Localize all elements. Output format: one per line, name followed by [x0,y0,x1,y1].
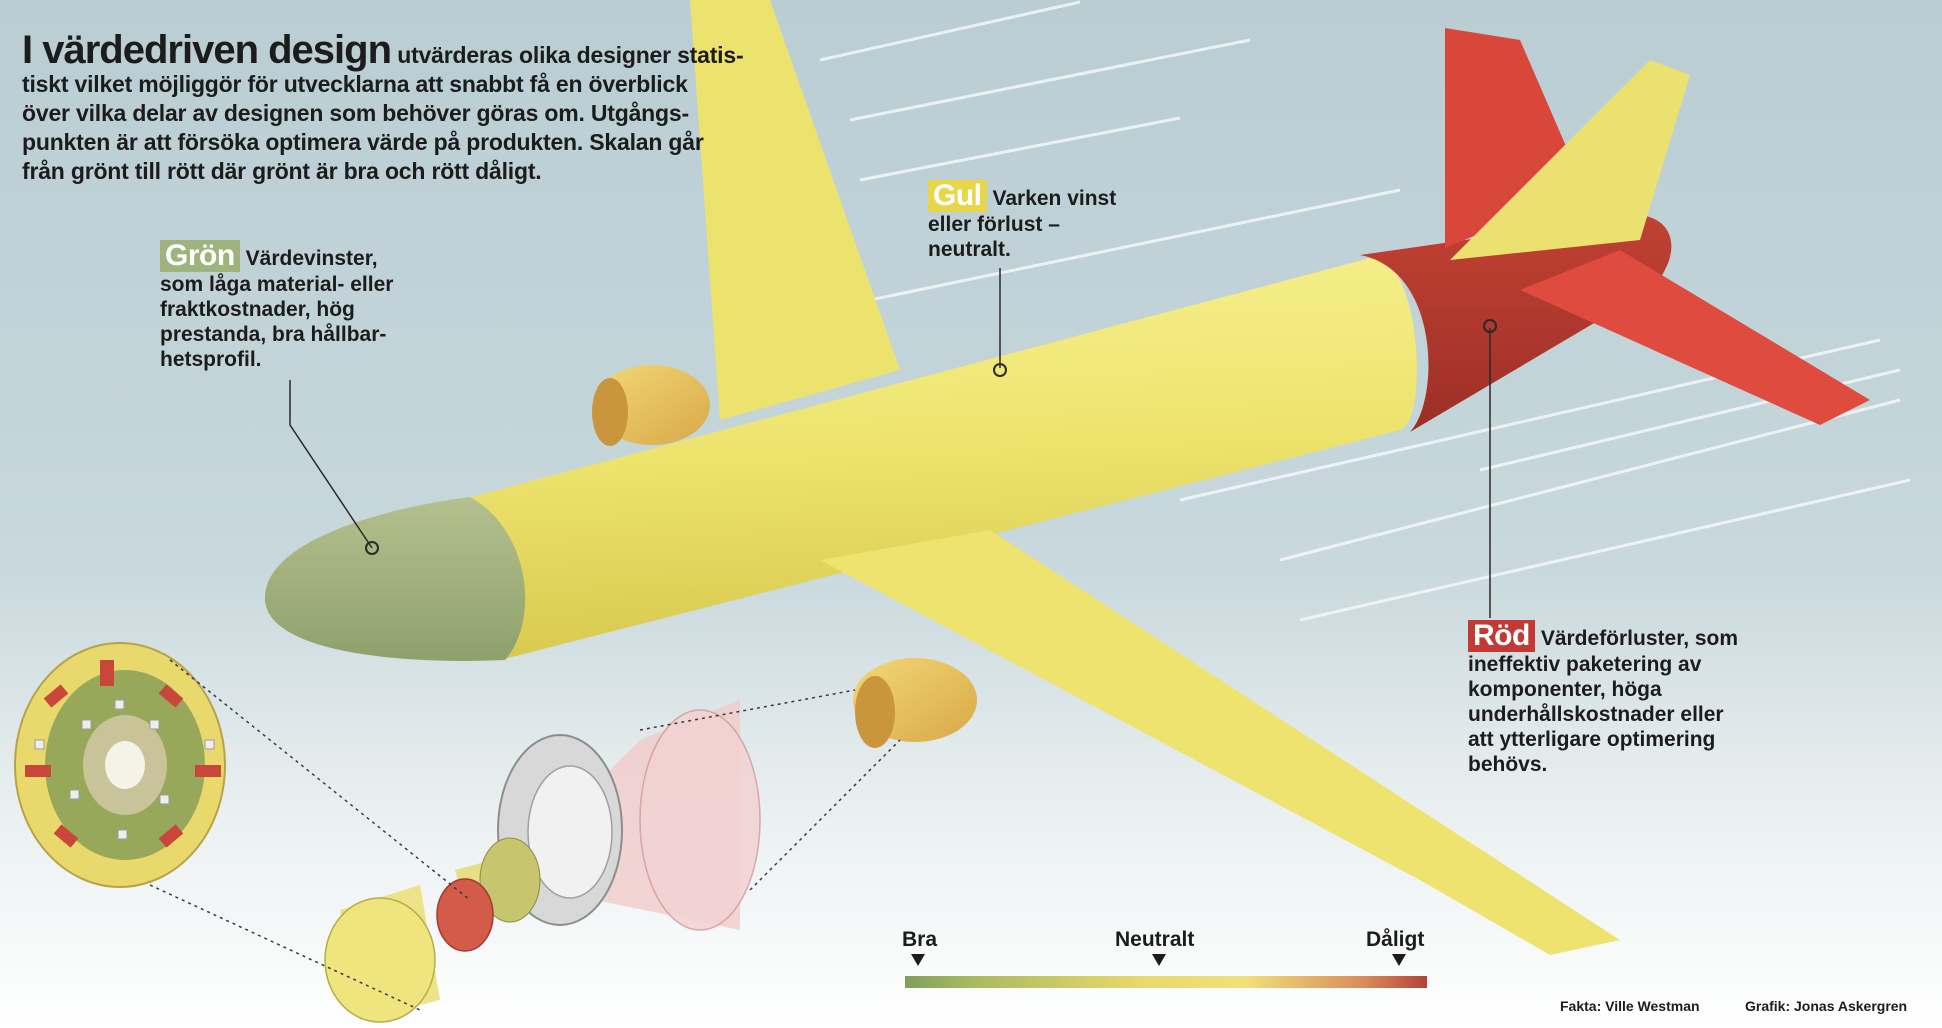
yellow-line-1: Varken vinst [992,187,1117,210]
tag-yellow: Gul [928,180,987,212]
credit-facts: Fakta: Ville Westman [1560,998,1700,1014]
red-line-5: att ytterligare optimering [1468,728,1716,751]
scale-marker-bad [1392,954,1406,966]
intro-line-2: tiskt vilket möjliggör för utvecklarna a… [22,71,688,97]
scale-label-good: Bra [902,928,938,951]
intro-line-3: över vilka delar av designen som behöver… [22,100,689,126]
green-line-5: hetsprofil. [160,348,262,371]
callout-pointers [289,268,1491,618]
fuselage [460,257,1417,660]
red-line-4: underhållskostnader eller [1468,703,1724,726]
scale-label-bad: Dåligt [1366,928,1425,951]
intro-lead: I värdedriven design [22,28,392,72]
red-line-1: Värdeförluster, som [1540,627,1739,650]
scale-label-neutral: Neutralt [1115,928,1195,951]
green-line-1: Värdevinster, [245,247,378,270]
horizontal-stabilizer [1520,250,1870,425]
nose-cone [264,497,526,661]
tag-green: Grön [160,240,240,272]
red-line-3: komponenter, höga [1468,678,1662,701]
tag-red: Röd [1468,620,1535,652]
green-line-2: som låga material- eller [160,273,394,296]
intro-text: I värdedriven design utvärderas olika de… [22,30,842,186]
detail-guide-lines [149,659,901,1011]
red-line-6: behövs. [1468,753,1548,776]
yellow-line-2: eller förlust – [928,213,1060,236]
intro-line-5: från grönt till rött där grönt är bra oc… [22,158,542,184]
lower-wing [820,530,1620,955]
intro-line-4: punkten är att försöka optimera värde på… [22,129,704,155]
red-line-2: ineffektiv paketering av [1468,653,1702,676]
callout-dot-fuselage [993,363,1007,377]
upper-wing [690,0,900,420]
engine-exploded-view [14,642,761,1023]
callout-dot-tail [1483,319,1497,333]
value-scale-bar [905,976,1427,988]
scale-marker-neutral [1152,954,1166,966]
credit-graphic: Grafik: Jonas Askergren [1745,998,1908,1014]
scale-marker-good [911,954,925,966]
yellow-line-3: neutralt. [928,238,1011,261]
green-line-3: fraktkostnader, hög [160,298,355,321]
tail-yellow-fin [1450,60,1690,260]
green-line-4: prestanda, bra hållbar- [160,323,387,346]
intro-line-1: utvärderas olika designer statis- [391,42,744,68]
callout-dot-nose [365,541,379,555]
